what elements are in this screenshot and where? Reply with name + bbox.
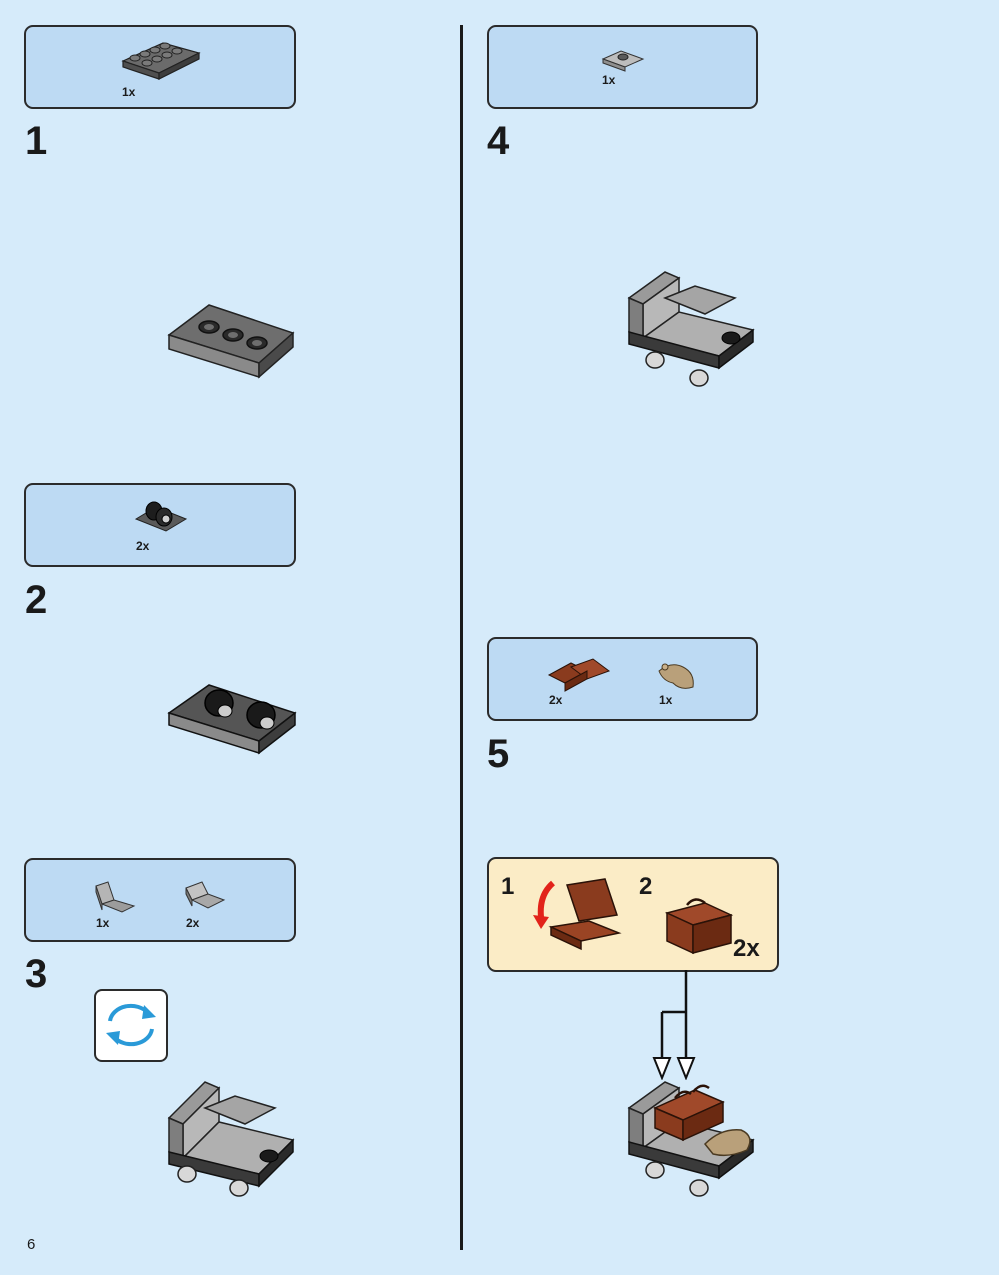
part-qty: 1x [659,693,673,707]
parts-box-step-2: 2x [24,483,296,567]
part-qty: 1x [122,85,136,99]
part-qty: 2x [136,539,150,553]
page-number: 6 [27,1236,36,1253]
suitcase-icon [547,658,611,692]
substep-number: 1 [501,873,515,900]
step-number: 3 [25,952,48,996]
step-number: 1 [25,119,48,163]
rotate-model-icon [94,989,168,1062]
jumper-plate-icon [601,50,645,72]
dark-gray-plate-2x4-icon [121,42,201,80]
open-suitcase-icon [533,878,622,951]
wheel-holder-icon [134,501,188,532]
placement-arrows-icon [652,970,696,1080]
cart-with-luggage-icon [627,1081,755,1197]
part-qty: 1x [96,916,110,930]
closed-suitcase-icon [665,898,734,955]
part-qty: 1x [602,73,616,87]
parts-box-step-4: 1x [487,25,758,109]
substep-qty: 2x [733,935,760,962]
plate-with-holes-icon [167,304,295,379]
substep-box: 1 2 2x [487,857,779,972]
step-number: 2 [25,578,48,622]
wheel-base-assembly-icon [167,684,297,755]
step-number: 4 [487,119,510,163]
bracket-wall-icon [95,881,136,913]
part-qty: 2x [549,693,563,707]
parts-box-step-1: 1x [24,25,296,109]
part-qty: 2x [186,916,200,930]
parts-box-step-3: 1x 2x [24,858,296,942]
rat-figure-icon [658,663,694,689]
column-divider [460,25,463,1250]
cart-body-assembly-icon [167,1081,295,1197]
substep-number: 2 [639,873,653,900]
step-number: 5 [487,732,510,776]
cart-with-stud-icon [627,271,755,387]
parts-box-step-5: 2x 1x [487,637,758,721]
angle-plate-icon [185,881,226,909]
